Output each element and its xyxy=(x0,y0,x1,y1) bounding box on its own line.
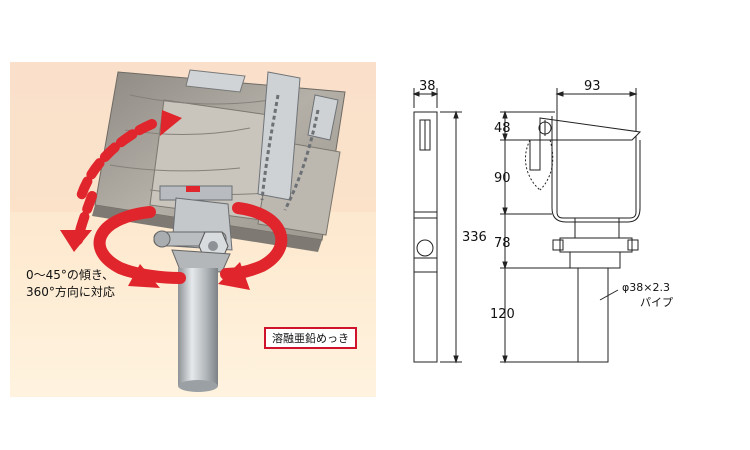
dim-120-label: 120 xyxy=(490,307,515,322)
front-view xyxy=(500,88,642,364)
front-width-label: 93 xyxy=(584,79,601,94)
arrow-heads xyxy=(60,110,250,290)
swivel-joint xyxy=(153,197,233,273)
dim-90-label: 90 xyxy=(494,171,511,186)
galvanized-badge: 溶融亜鉛めっき xyxy=(264,327,357,349)
caption-tilt: 0～45°の傾き、 xyxy=(26,268,115,282)
side-view xyxy=(412,88,462,364)
dim-78-label: 78 xyxy=(494,236,511,251)
pipe-spec-label: φ38×2.3 xyxy=(622,281,670,294)
pipe-word-label: パイプ xyxy=(640,296,673,309)
metal-bracket xyxy=(159,69,339,211)
side-width-label: 38 xyxy=(419,79,436,94)
product-photo xyxy=(10,62,376,397)
dim-48-label: 48 xyxy=(494,121,511,136)
side-height-label: 336 xyxy=(462,230,487,245)
pipe xyxy=(178,268,218,392)
caption-rotation: 360°方向に対応 xyxy=(26,285,115,299)
